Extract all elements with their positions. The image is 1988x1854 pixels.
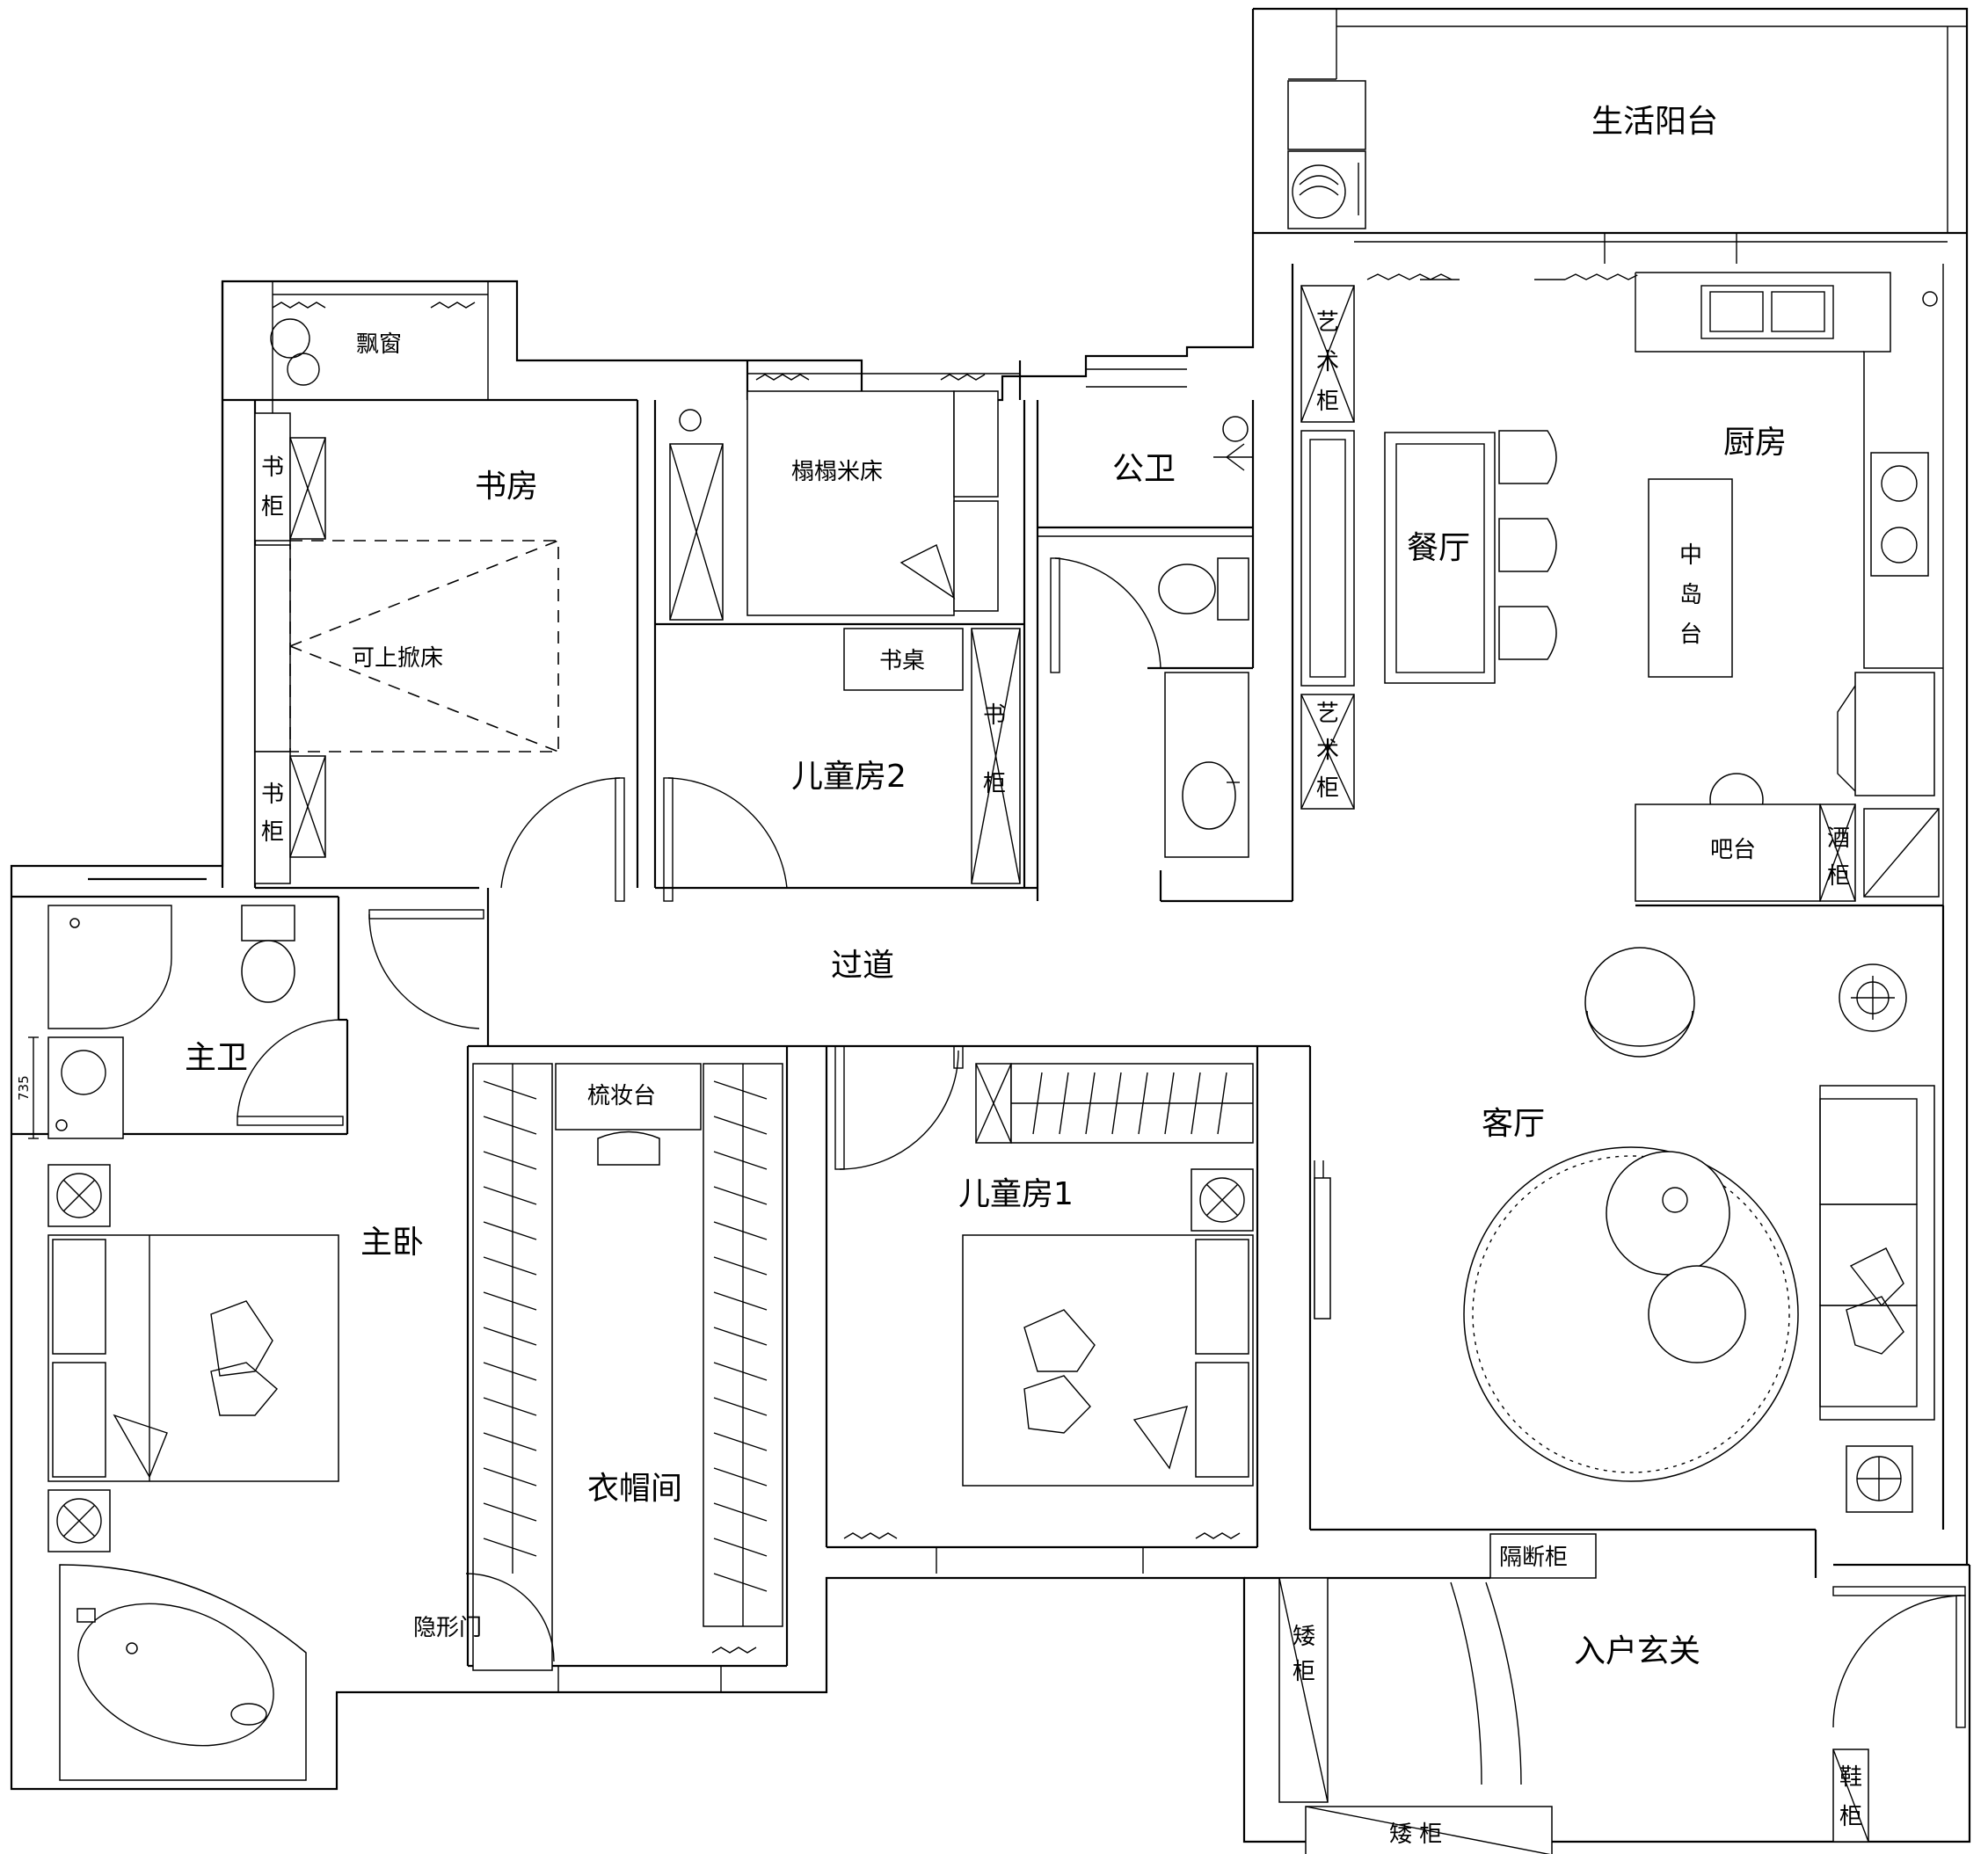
island <box>1648 478 1733 678</box>
wardrobe-left <box>472 1063 553 1671</box>
entrance-door <box>1832 1586 1966 1728</box>
bathtub <box>59 1564 307 1781</box>
hidden-door <box>465 1573 555 1662</box>
shoe-cabinet-label: 鞋柜 <box>1839 1764 1862 1830</box>
master-bedroom-label: 主卧 <box>360 1225 424 1261</box>
master-bed <box>47 1234 339 1482</box>
floor-lamp-bottom <box>1846 1445 1913 1513</box>
kids-1-bed <box>962 1234 1254 1487</box>
public-basin <box>1164 672 1249 858</box>
art-cabinet-top-label: 艺术柜 <box>1316 309 1339 415</box>
kids-room-1-label: 儿童房1 <box>958 1176 1074 1212</box>
bookcase-top-label: 书柜 <box>261 454 284 520</box>
wine-cabinet <box>1819 803 1940 902</box>
fold-bed <box>289 540 559 753</box>
balcony-label: 生活阳台 <box>1591 104 1718 140</box>
living-room-label: 客厅 <box>1482 1106 1545 1142</box>
public-bath-label: 公卫 <box>1112 451 1176 487</box>
round-rug <box>1463 1146 1799 1482</box>
bay-window <box>270 318 320 386</box>
wine-cabinet-label: 酒柜 <box>1827 825 1850 890</box>
bookcase-bottom-label: 书柜 <box>261 782 284 846</box>
bookcase-study-top <box>254 412 326 542</box>
desk-label: 书桌 <box>879 648 925 674</box>
tatami-bed <box>669 390 999 621</box>
kids-1-nightstand <box>1191 1168 1254 1232</box>
vanity <box>555 1063 702 1131</box>
low-cabinet-horizontal <box>1305 1806 1553 1854</box>
art-cabinet-bottom-label: 艺术柜 <box>1316 701 1339 802</box>
wardrobe-room-label: 衣帽间 <box>587 1471 682 1507</box>
shoe-cabinet <box>1832 1749 1869 1843</box>
low-cabinet-v-label: 矮柜 <box>1293 1624 1315 1685</box>
fold-bed-cabinet <box>254 544 291 753</box>
art-cabinet-bottom <box>1300 694 1355 810</box>
corridor-label: 过道 <box>831 948 894 984</box>
shower <box>1213 416 1253 471</box>
fold-bed-label: 可上掀床 <box>352 645 443 672</box>
dimension-line <box>28 1036 39 1139</box>
kids-1-door <box>834 1045 964 1170</box>
accent-chair <box>1584 947 1695 1058</box>
vanity-label: 梳妆台 <box>587 1083 656 1109</box>
kids-room-2-label: 儿童房2 <box>791 759 907 795</box>
master-basin <box>47 1036 124 1139</box>
study-label: 书房 <box>475 469 538 505</box>
exterior-walls <box>10 7 1971 1843</box>
dimension-text: 735 <box>16 1075 32 1101</box>
side-cabinet <box>1300 430 1355 687</box>
hidden-door-label: 隐形门 <box>413 1615 482 1641</box>
partition-cabinet <box>1489 1533 1597 1579</box>
master-nightstand-top <box>47 1164 111 1227</box>
master-bath-door <box>237 1019 344 1126</box>
dining-label: 餐厅 <box>1407 530 1470 566</box>
vanity-stool <box>597 1131 660 1166</box>
stove <box>1870 452 1929 577</box>
low-cabinet-vertical <box>1278 1577 1329 1803</box>
master-bath-shower <box>47 905 172 1029</box>
doors-upper <box>500 777 788 902</box>
bay-window-label: 飘窗 <box>356 331 402 358</box>
low-cabinet-h-label: 矮 柜 <box>1389 1821 1442 1848</box>
master-bath-label: 主卫 <box>185 1040 248 1076</box>
washing-machine <box>1287 80 1366 229</box>
bookcase-study-bottom <box>254 751 326 884</box>
sofa <box>1819 1085 1935 1421</box>
master-toilet <box>241 905 295 1003</box>
wardrobe-right <box>703 1063 783 1627</box>
entrance-label: 入户玄关 <box>1574 1633 1700 1669</box>
public-bath-door <box>1050 557 1161 673</box>
dining-table <box>1384 430 1557 684</box>
fridge <box>1837 672 1935 796</box>
kitchen-counter <box>1635 272 1943 669</box>
kids-1-wardrobe <box>975 1063 1254 1144</box>
bookcase-kids-label: 书柜 <box>983 702 1006 797</box>
floor-lamp-top <box>1839 963 1907 1032</box>
master-nightstand-bottom <box>47 1489 111 1552</box>
tatami-label: 榻榻米床 <box>791 459 883 485</box>
art-cabinet-top <box>1300 285 1355 423</box>
corridor-doors <box>368 909 484 1029</box>
bar-label: 吧台 <box>1710 837 1756 863</box>
island-label: 中岛台 <box>1679 542 1702 648</box>
kitchen-label: 厨房 <box>1723 425 1787 461</box>
desk <box>843 628 964 691</box>
partition-cabinet-label: 隔断柜 <box>1499 1545 1568 1571</box>
entry-arc <box>1450 1581 1522 1785</box>
tv-unit <box>1314 1177 1331 1320</box>
bookcase-kids <box>971 628 1021 884</box>
public-toilet <box>1158 557 1249 621</box>
